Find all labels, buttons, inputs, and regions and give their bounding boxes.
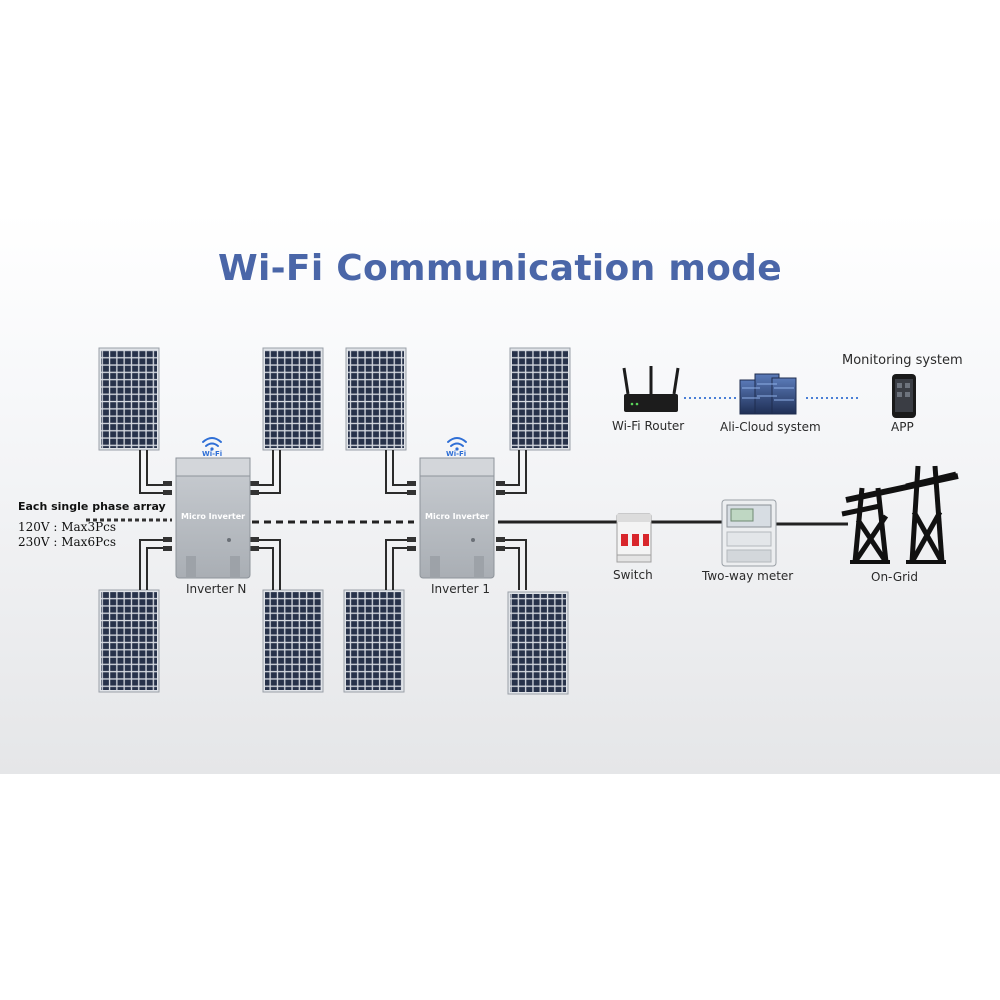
inverter-n-brand: Micro Inverter — [181, 512, 246, 521]
meter-label: Two-way meter — [702, 569, 794, 583]
mc4-connectors — [163, 481, 505, 551]
two-way-meter — [721, 499, 777, 567]
cloud-server-icon — [739, 373, 797, 415]
dc-cables — [139, 450, 527, 590]
monitoring-heading: Monitoring system — [842, 353, 963, 368]
array-note: Each single phase array 120V : Max3Pcs 2… — [18, 500, 166, 550]
inverter-1-brand: Micro Inverter — [425, 512, 490, 521]
diagram-title: Wi-Fi Communication mode — [218, 248, 782, 289]
cloud-label: Ali-Cloud system — [720, 420, 821, 434]
router-label: Wi-Fi Router — [612, 419, 685, 433]
solar-panel-1-top-right — [509, 347, 571, 451]
wifi-router-icon — [622, 366, 680, 412]
app-label: APP — [891, 420, 914, 434]
grid-label: On-Grid — [871, 570, 919, 584]
inverter-1-wifi-label: Wi-Fi — [446, 450, 467, 458]
inverter-n-label: Inverter N — [186, 582, 247, 596]
micro-inverter-n — [175, 457, 251, 579]
solar-panel-n-bottom-right — [262, 589, 324, 693]
solar-panel-1-bottom-left — [343, 589, 405, 693]
array-note-230v: 230V : Max6Pcs — [18, 535, 117, 549]
solar-panel-n-bottom-left — [98, 589, 160, 693]
smartphone-icon — [892, 374, 916, 418]
wifi-icon — [202, 437, 222, 451]
circuit-breaker-switch — [616, 513, 652, 563]
inverter-1-label: Inverter 1 — [431, 582, 491, 596]
switch-label: Switch — [613, 568, 653, 582]
micro-inverter-1 — [419, 457, 495, 579]
solar-panel-n-top-left — [98, 347, 160, 451]
solar-panel-1-bottom-right — [507, 591, 569, 695]
transmission-tower-icon — [841, 465, 959, 564]
solar-panel-n-top-right — [262, 347, 324, 451]
solar-panel-1-top-left — [345, 347, 407, 451]
inverter-n-wifi-label: Wi-Fi — [202, 450, 223, 458]
array-note-heading: Each single phase array — [18, 500, 166, 513]
array-note-120v: 120V : Max3Pcs — [18, 520, 117, 534]
wifi-icon — [447, 437, 467, 451]
